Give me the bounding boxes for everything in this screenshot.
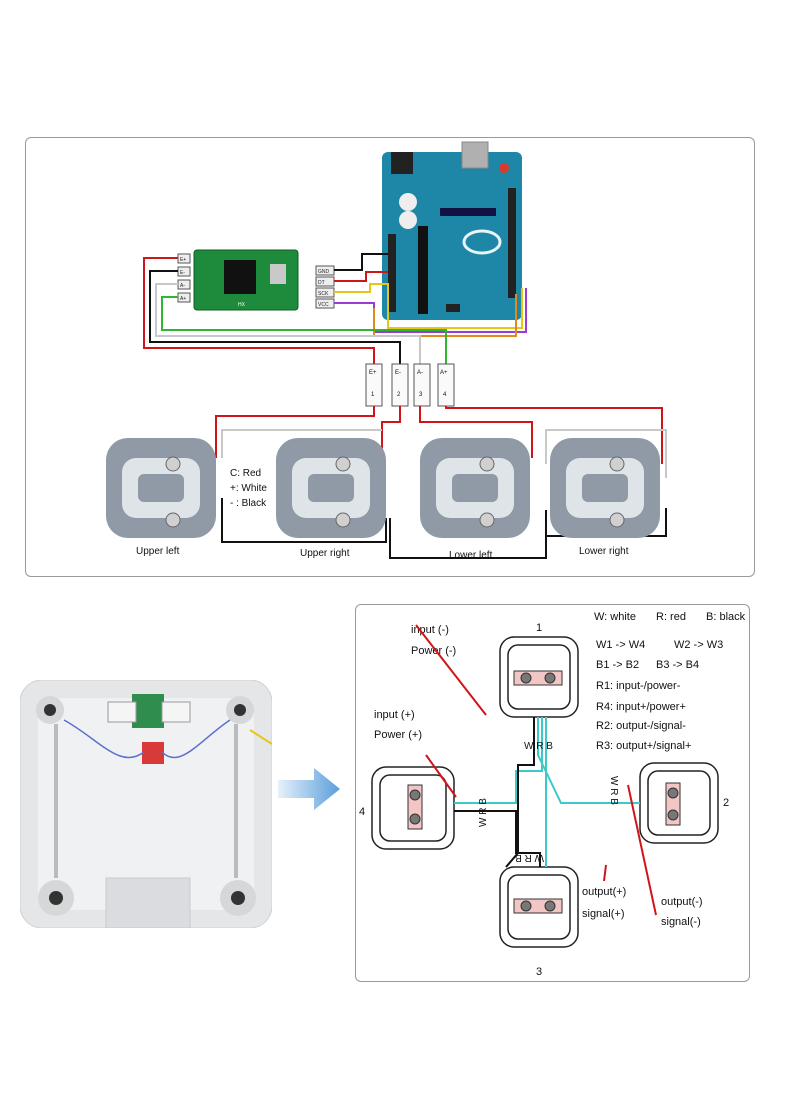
hx711-connector-wires [143, 257, 447, 364]
hx711-pin-e-minus: E- [180, 270, 185, 276]
connector-label-1: E+ [369, 370, 377, 376]
wiring-diagram-panel: HX E+ E- A- A+ GND DT SCK VCC [25, 137, 755, 577]
hx711-pin-a-minus: A- [180, 283, 185, 289]
connector-number-3: 3 [419, 392, 423, 398]
load-cell-upper-right [276, 438, 386, 538]
legend-white: W: white [594, 611, 636, 623]
sensor-wires [215, 406, 667, 559]
label-signal-plus: signal(+) [582, 908, 625, 920]
wire-tags: W R B W R B W R B W R B [478, 741, 619, 863]
load-cell-schematic: W: white R: red B: black W1 -> W4 W2 -> … [359, 611, 746, 978]
wire-tag-4: W R B [478, 798, 489, 827]
hx711-pin-vcc: VCC [318, 302, 329, 308]
connector-number-2: 2 [397, 392, 401, 398]
wire-legend: W: white R: red B: black W1 -> W4 W2 -> … [594, 611, 746, 752]
hx711-arduino-wires [334, 253, 527, 337]
legend-black: B: black [706, 611, 746, 623]
label-input-plus: input (+) [374, 709, 415, 721]
sensor-label-upper-left: Upper left [136, 546, 180, 557]
legend-r3: R3: output+/signal+ [596, 740, 691, 752]
label-power-minus: Power (-) [411, 645, 456, 657]
hx711-pin-dt: DT [318, 280, 325, 286]
connector-label-2: E- [395, 370, 401, 376]
sensor-numbers: 1 2 3 4 [359, 622, 729, 978]
label-signal-minus: signal(-) [661, 916, 701, 928]
legend-red: R: red [656, 611, 686, 623]
sensor-label-lower-right: Lower right [579, 546, 629, 557]
load-cell-mounts [407, 670, 681, 914]
hx711-label: HX [238, 302, 246, 308]
hx711-pin-sck: SCK [318, 291, 329, 297]
sensor-number-4: 4 [359, 806, 365, 818]
arrow-icon [278, 766, 342, 812]
hx711-pin-e-plus: E+ [180, 257, 186, 263]
label-output-plus: output(+) [582, 886, 626, 898]
sensor-labels: Upper left Upper right Lower left Lower … [136, 546, 629, 561]
annotation-labels: input (-) Power (-) input (+) Power (+) … [374, 624, 703, 928]
wire-color-legend: C: Red +: White - : Black [230, 468, 267, 509]
sensor-number-3: 3 [536, 966, 542, 978]
hx711-board: HX E+ E- A- A+ GND DT SCK VCC [177, 249, 335, 311]
bathroom-scale-photo [19, 679, 273, 929]
legend-red: C: Red [230, 468, 261, 479]
load-cell-lower-right [550, 438, 660, 538]
wire-tag-3: W R B [515, 852, 544, 863]
sensor-number-2: 2 [723, 797, 729, 809]
connector-label-3: A- [417, 370, 423, 376]
wire-tag-2: W R B [608, 776, 619, 805]
legend-b1-b2: B1 -> B2 [596, 659, 639, 671]
terminal-connectors: E+ 1 E- 2 A- 3 A+ 4 [365, 363, 455, 407]
sensor-number-1: 1 [536, 622, 542, 634]
legend-white: +: White [230, 483, 267, 494]
arduino-board [382, 141, 522, 320]
legend-r1: R1: input-/power- [596, 680, 681, 692]
legend-w2-w3: W2 -> W3 [674, 639, 723, 651]
connector-label-4: A+ [440, 370, 448, 376]
label-output-minus: output(-) [661, 896, 703, 908]
legend-w1-w4: W1 -> W4 [596, 639, 645, 651]
sensor-label-upper-right: Upper right [300, 548, 350, 559]
label-power-plus: Power (+) [374, 729, 422, 741]
label-input-minus: input (-) [411, 624, 449, 636]
connector-number-4: 4 [443, 392, 447, 398]
load-cell-upper-left [106, 438, 216, 538]
wire-tag-1: W R B [524, 741, 553, 752]
connector-number-1: 1 [371, 392, 375, 398]
legend-r2: R2: output-/signal- [596, 720, 686, 732]
legend-black: - : Black [230, 498, 267, 509]
load-cell-lower-left [420, 438, 530, 538]
hx711-pin-gnd: GND [318, 269, 330, 275]
legend-r4: R4: input+/power+ [596, 701, 686, 713]
load-cell-wiring [415, 624, 657, 916]
load-cell-wiring-panel: W: white R: red B: black W1 -> W4 W2 -> … [355, 604, 750, 982]
sensor-label-lower-left: Lower left [449, 550, 493, 561]
hx711-pin-a-plus: A+ [180, 296, 186, 302]
wiring-diagram: HX E+ E- A- A+ GND DT SCK VCC [106, 141, 667, 561]
legend-b3-b4: B3 -> B4 [656, 659, 699, 671]
